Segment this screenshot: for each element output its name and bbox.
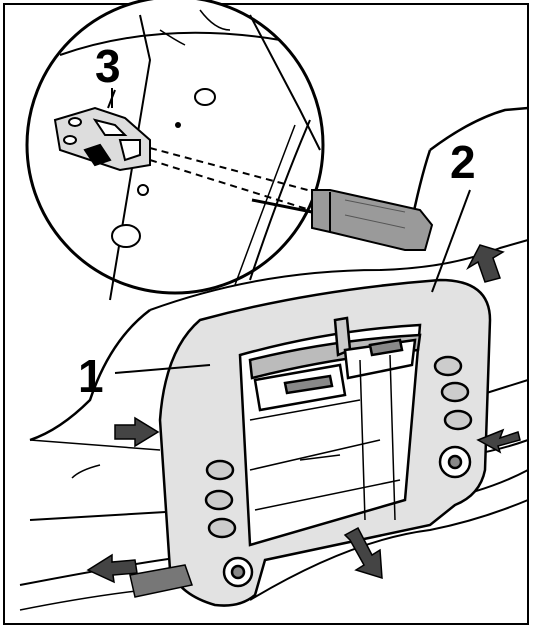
screwdriver xyxy=(251,189,434,251)
arrow-icon-right xyxy=(476,428,521,454)
callout-3: 3 xyxy=(95,40,121,92)
arrow-icon-top-right xyxy=(466,244,505,283)
vent-trim-frame xyxy=(158,278,492,607)
detail-magnifier xyxy=(25,0,325,301)
arrow-icon-bottom-left xyxy=(86,553,193,598)
clip-detail xyxy=(53,106,151,172)
leader-line-1 xyxy=(114,364,211,374)
arrow-icon-left xyxy=(114,416,160,448)
callout-2: 2 xyxy=(450,136,476,188)
arrow-icon-bottom-center xyxy=(343,526,383,580)
leader-line-2 xyxy=(431,189,471,293)
callout-1: 1 xyxy=(78,350,104,402)
